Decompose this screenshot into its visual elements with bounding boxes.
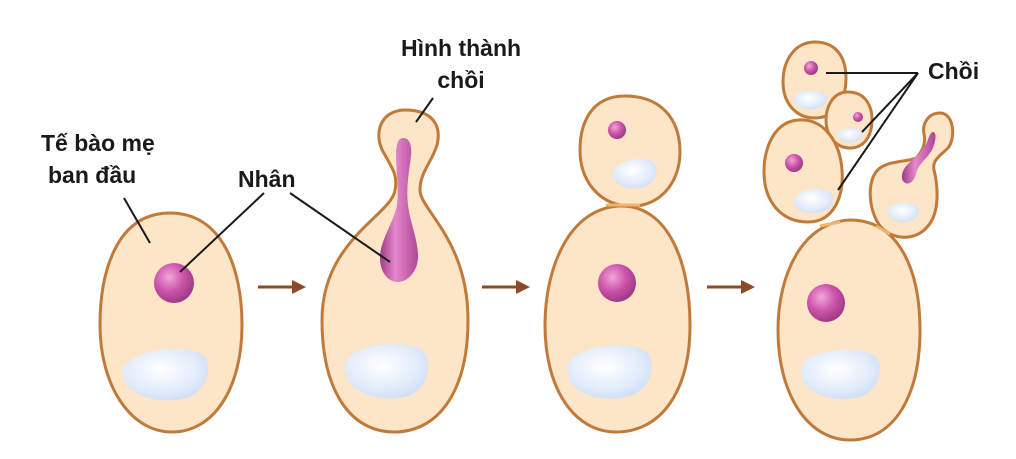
small-bud-vacuole — [837, 128, 863, 142]
bud-nucleus — [608, 121, 626, 139]
colony-parent-cell — [776, 218, 922, 442]
stage-bud-formation — [320, 108, 470, 434]
leader-nucleus-2 — [289, 192, 391, 263]
process-arrow-3 — [707, 280, 755, 294]
stage-bud-separating — [543, 94, 692, 434]
daughter-bud — [578, 94, 682, 208]
budding-cell-vacuole — [344, 344, 429, 399]
small-bud-nucleus — [853, 112, 863, 122]
top-bud-nucleus — [804, 61, 818, 75]
leader-nucleus-1 — [179, 192, 265, 273]
parent-nucleus — [598, 264, 636, 302]
stage-bud-colony — [762, 40, 955, 442]
left-bud-nucleus — [785, 154, 803, 172]
colony-constriction-mark-right — [875, 224, 891, 236]
leader-buds-3 — [861, 72, 919, 133]
right-bud-vacuole — [887, 202, 919, 222]
elongated-nucleus — [380, 138, 418, 282]
right-bud-elongated-nucleus — [901, 132, 936, 184]
left-bud-vacuole — [794, 188, 834, 214]
mother-cell-nucleus — [154, 263, 194, 303]
colony-parent-nucleus — [807, 284, 845, 322]
stage-mother-cell — [98, 211, 244, 434]
mother-cell-vacuole — [122, 348, 209, 401]
label-nucleus: Nhân — [238, 166, 296, 192]
label-bud-formation-line2: chồi — [437, 67, 485, 93]
process-arrow-1 — [258, 280, 306, 294]
leader-mother-cell — [123, 197, 151, 244]
top-bud-vacuole — [794, 90, 827, 110]
colony-parent-vacuole — [801, 349, 880, 399]
leader-buds-2 — [837, 72, 919, 191]
process-arrow-2 — [482, 280, 530, 294]
bud-vacuole — [612, 158, 657, 189]
label-buds: Chồi — [928, 58, 980, 84]
label-mother-cell-line2: ban đầu — [48, 162, 137, 188]
parent-vacuole — [567, 345, 652, 399]
label-mother-cell-line1: Tế bào mẹ — [41, 130, 155, 156]
label-bud-formation-line1: Hình thành — [400, 35, 522, 61]
colony-constriction-mark — [819, 220, 841, 228]
leader-bud-formation — [415, 97, 434, 123]
